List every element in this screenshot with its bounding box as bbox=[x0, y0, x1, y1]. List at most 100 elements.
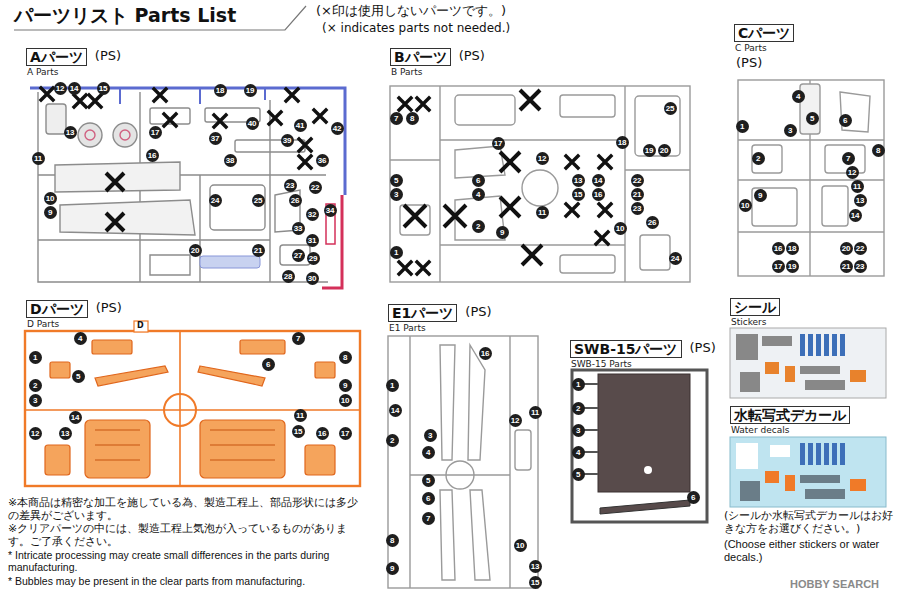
callout-number: 2 bbox=[752, 152, 765, 165]
callout-number: 28 bbox=[282, 270, 295, 283]
callout-number: 6 bbox=[422, 492, 435, 505]
callout-number: 23 bbox=[284, 179, 297, 192]
footnote: ※クリアパーツの中には、製造工程上気泡が入っているものがあります。ご了承ください… bbox=[8, 523, 363, 548]
callout-number: 17 bbox=[339, 427, 352, 440]
callout-number: 10 bbox=[614, 222, 627, 235]
callout-number: 5 bbox=[572, 468, 585, 481]
callout-number: 25 bbox=[252, 194, 265, 207]
callout-number: 19 bbox=[643, 144, 656, 157]
parts-panel: DパーツD Parts(PS) bbox=[22, 298, 367, 490]
callout-number: 6 bbox=[472, 174, 485, 187]
callout-number: 37 bbox=[209, 132, 222, 145]
panel-subheading: C Parts bbox=[735, 43, 767, 53]
callout-number: 1 bbox=[390, 246, 403, 259]
callout-number: 12 bbox=[29, 427, 42, 440]
callout-number: 12 bbox=[54, 82, 67, 95]
callout-number: 25 bbox=[664, 102, 677, 115]
callout-number: 6 bbox=[839, 114, 852, 127]
note-text: (× indicates parts not needed.) bbox=[322, 22, 622, 36]
callout-number: 16 bbox=[146, 149, 159, 162]
parts-panel: 水転写式デカールWater decals bbox=[726, 404, 892, 437]
callout-number: 19 bbox=[244, 84, 257, 97]
callout-number: 27 bbox=[292, 249, 305, 262]
callout-number: 17 bbox=[772, 260, 785, 273]
panel-heading: SWB-15パーツ bbox=[570, 340, 682, 358]
callout-number: 13 bbox=[854, 194, 867, 207]
callout-number: 20 bbox=[658, 144, 671, 157]
callout-number: 17 bbox=[149, 126, 162, 139]
callout-number: 3 bbox=[572, 424, 585, 437]
callout-number: 24 bbox=[209, 194, 222, 207]
callout-number: 2 bbox=[572, 402, 585, 415]
callout-number: 16 bbox=[772, 242, 785, 255]
callout-number: 9 bbox=[496, 226, 509, 239]
callout-number: 8 bbox=[872, 144, 885, 157]
callout-number: 12 bbox=[536, 152, 549, 165]
callout-number: 7 bbox=[842, 152, 855, 165]
callout-number: 9 bbox=[386, 562, 399, 575]
material-tag: (PS) bbox=[96, 301, 122, 316]
callout-number: 19 bbox=[786, 260, 799, 273]
callout-number: 38 bbox=[224, 154, 237, 167]
callout-number: 23 bbox=[854, 260, 867, 273]
material-tag: (PS) bbox=[690, 341, 716, 356]
callout-number: 4 bbox=[792, 90, 805, 103]
callout-number: 3 bbox=[784, 124, 797, 137]
panel-heading: Aパーツ bbox=[26, 48, 87, 66]
callout-number: 22 bbox=[309, 181, 322, 194]
panel-heading: シール bbox=[730, 298, 780, 316]
callout-number: 12 bbox=[846, 166, 859, 179]
callout-number: 39 bbox=[281, 134, 294, 147]
callout-number: 4 bbox=[572, 446, 585, 459]
callout-number: 16 bbox=[479, 347, 492, 360]
callout-number: 11 bbox=[536, 206, 549, 219]
parts-panel: シールStickers bbox=[726, 296, 892, 329]
callout-number: 11 bbox=[851, 180, 864, 193]
callout-number: 18 bbox=[786, 242, 799, 255]
callout-number: 8 bbox=[339, 351, 352, 364]
callout-number: 10 bbox=[44, 192, 57, 205]
panel-subheading: D Parts bbox=[27, 319, 59, 329]
material-tag: (PS) bbox=[736, 56, 762, 71]
page-title: パーツリスト Parts List bbox=[14, 3, 236, 29]
callout-number: 10 bbox=[514, 539, 527, 552]
callout-number: 14 bbox=[68, 82, 81, 95]
panel-subheading: SWB-15 Parts bbox=[571, 359, 632, 369]
callout-number: 16 bbox=[592, 188, 605, 201]
callout-number: 17 bbox=[492, 137, 505, 150]
callout-number: 21 bbox=[840, 260, 853, 273]
callout-number: 2 bbox=[472, 220, 485, 233]
callout-number: 42 bbox=[331, 122, 344, 135]
callout-number: 11 bbox=[294, 409, 307, 422]
note-text: (×印は使用しないパーツです。) bbox=[316, 4, 616, 19]
callout-number: 2 bbox=[386, 434, 399, 447]
callout-number: 1 bbox=[29, 351, 42, 364]
callout-number: 5 bbox=[390, 174, 403, 187]
callout-number: 10 bbox=[339, 394, 352, 407]
callout-number: 14 bbox=[389, 404, 402, 417]
callout-number: 26 bbox=[289, 194, 302, 207]
callout-number: 10 bbox=[739, 199, 752, 212]
decal-note: (Choose either stickers or water decals.… bbox=[724, 538, 896, 563]
panel-subheading: E1 Parts bbox=[389, 323, 426, 333]
panel-subheading: Stickers bbox=[731, 317, 767, 327]
callout-number: 7 bbox=[390, 112, 403, 125]
callout-number: 3 bbox=[390, 188, 403, 201]
callout-number: 9 bbox=[44, 206, 57, 219]
callout-number: 29 bbox=[307, 252, 320, 265]
panel-heading: Cパーツ bbox=[734, 24, 794, 42]
callout-number: 3 bbox=[29, 394, 42, 407]
callout-number: 20 bbox=[189, 244, 202, 257]
callout-number: 7 bbox=[292, 332, 305, 345]
callout-number: 8 bbox=[406, 112, 419, 125]
material-tag: (PS) bbox=[465, 305, 491, 320]
callout-number: 1 bbox=[736, 120, 749, 133]
material-tag: (PS) bbox=[95, 49, 121, 64]
callout-number: 14 bbox=[849, 209, 862, 222]
callout-number: 34 bbox=[324, 204, 337, 217]
callout-number: 20 bbox=[840, 242, 853, 255]
callout-number: 30 bbox=[306, 272, 319, 285]
callout-number: 31 bbox=[306, 234, 319, 247]
callout-number: 18 bbox=[214, 84, 227, 97]
callout-number: 13 bbox=[529, 560, 542, 573]
